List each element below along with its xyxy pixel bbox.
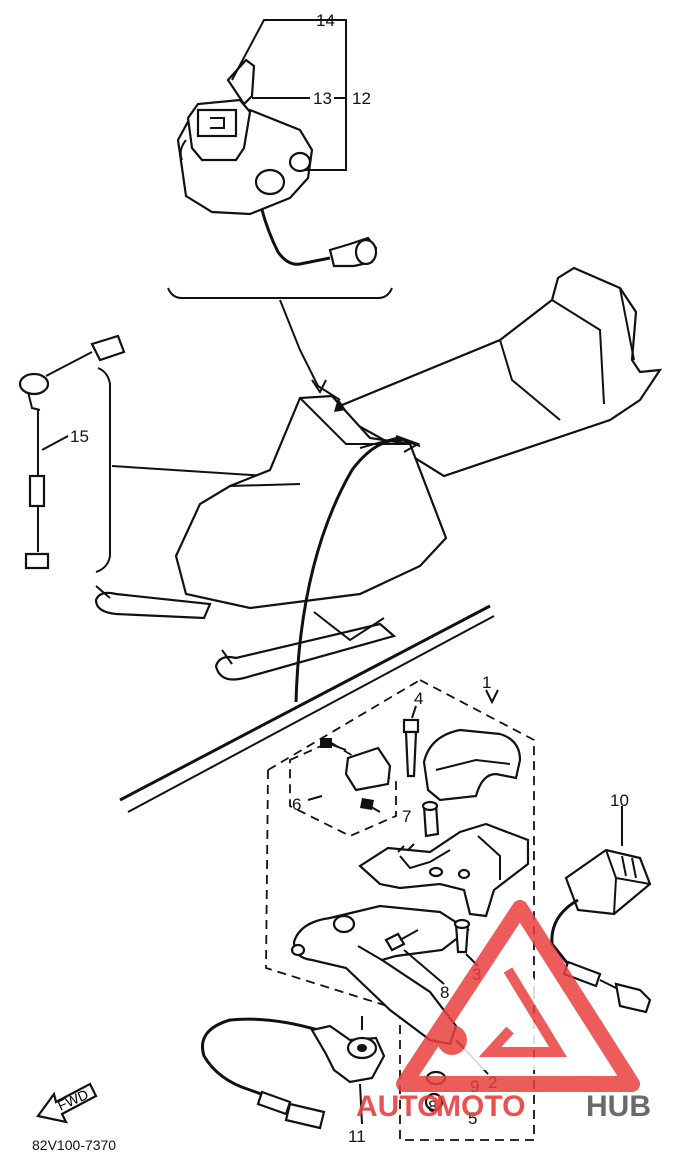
part-6-switch — [320, 738, 392, 813]
callout-5: 5 — [468, 1109, 477, 1128]
callout-12: 12 — [352, 89, 371, 108]
assembly-bracket-left — [95, 367, 111, 573]
mounting-bracket — [358, 822, 530, 918]
part-7-pin — [421, 800, 440, 838]
fwd-label: FWD — [55, 1086, 91, 1114]
callout-1: 1 — [482, 673, 491, 692]
watermark-hub: HUB — [586, 1090, 651, 1123]
callout-15: 15 — [70, 427, 89, 446]
callout-11: 11 — [348, 1127, 366, 1146]
callout-4: 4 — [414, 689, 423, 708]
lever-cover — [422, 728, 522, 802]
fwd-arrow-icon: FWD — [36, 1082, 98, 1124]
watermark-triangle-logo — [396, 900, 640, 1092]
watermark-auto: AUTO — [356, 1090, 440, 1123]
callout-7: 7 — [402, 807, 411, 826]
cable-assembly-15 — [18, 334, 126, 570]
watermark-moto: MOTO — [436, 1090, 525, 1123]
throttle-lever — [290, 904, 470, 1046]
watermark-text: AUTO MOTO HUB — [356, 1090, 651, 1123]
part-10-switch — [550, 848, 652, 1014]
callout-10: 10 — [610, 791, 629, 810]
callout-8-upper: 8 — [440, 983, 449, 1002]
snowmobile-illustration — [94, 266, 663, 813]
assembly-frame-6 — [289, 740, 397, 837]
throttle-housing-assembly — [176, 58, 378, 268]
part-5-nut — [424, 1092, 444, 1112]
callout-line-15 — [41, 435, 69, 451]
part-8-screw — [384, 929, 419, 952]
callout-6: 6 — [292, 795, 301, 814]
callout-14: 14 — [316, 11, 335, 30]
assembly-frame-1 — [265, 679, 535, 1141]
diagram-code: 82V100-7370 — [32, 1137, 116, 1153]
part-3-screw — [453, 918, 471, 954]
callout-13: 13 — [313, 89, 332, 108]
callout-lines-12-14 — [231, 19, 347, 171]
callout-8-lower: 8 — [428, 1097, 437, 1116]
leader-top-to-sled — [279, 299, 341, 401]
part-11-sensor — [201, 1016, 386, 1130]
part-4-screw — [402, 718, 420, 778]
assembly-bracket-top — [167, 287, 393, 299]
